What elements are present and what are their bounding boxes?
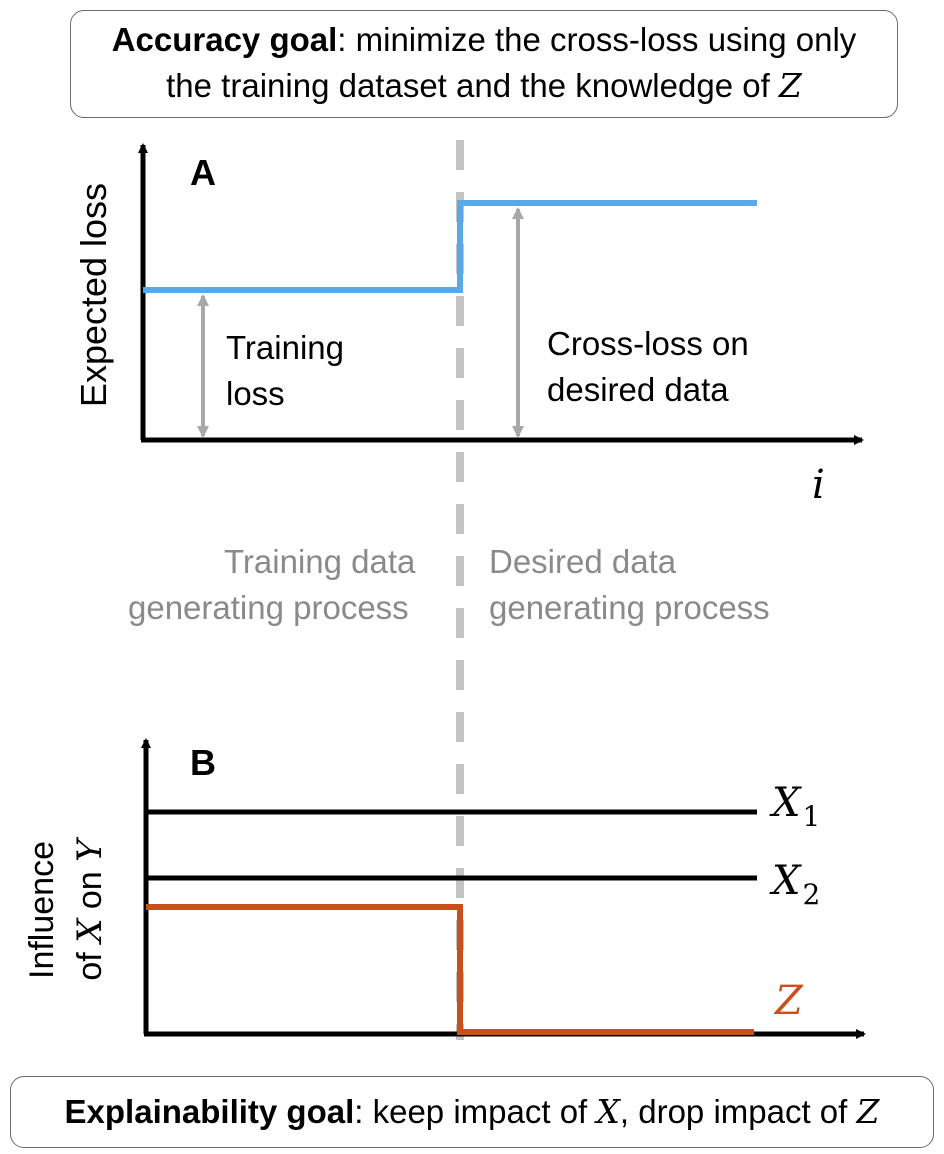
z-label: Z — [775, 978, 803, 1024]
panel-a-xlabel: i — [812, 462, 825, 508]
accuracy-goal-line2: the training dataset and the knowledge o… — [166, 66, 802, 105]
x1-label: X1 — [772, 780, 821, 833]
panel-b-ylabel-line2: of X on Y — [70, 839, 110, 981]
training-process-label-line2: generating process — [128, 589, 409, 626]
explainability-var-x: X — [596, 1092, 620, 1131]
cross-loss-label-line1: Cross-loss on — [547, 325, 749, 362]
accuracy-goal-var-z: Z — [778, 66, 802, 105]
panel-b-ylabel-line1: Influence — [23, 841, 61, 979]
training-loss-label-line1: Training — [226, 329, 344, 366]
training-process-label-line1: Training data — [224, 543, 416, 580]
z-influence-line — [146, 904, 754, 1035]
panel-a-letter: A — [190, 152, 216, 193]
panel-b-letter: B — [190, 742, 216, 783]
explainability-goal-box: Explainability goal: keep impact of X, d… — [10, 1076, 934, 1148]
panel-a-loss-line — [143, 200, 757, 293]
panel-a-ylabel: Expected loss — [73, 182, 115, 408]
cross-loss-label-line2: desired data — [547, 371, 729, 408]
desired-process-label-line1: Desired data — [489, 543, 677, 580]
desired-process-label-line2: generating process — [489, 589, 770, 626]
explainability-goal-title: Explainability goal — [64, 1093, 355, 1130]
x2-label: X2 — [772, 858, 821, 911]
accuracy-goal-box: Accuracy goal: minimize the cross-loss u… — [70, 10, 898, 118]
explainability-var-z: Z — [856, 1092, 880, 1131]
accuracy-goal-line1: Accuracy goal: minimize the cross-loss u… — [111, 21, 857, 58]
panel-b-ylabel: Influence of X on Y — [18, 790, 118, 1030]
training-loss-label-line2: loss — [226, 375, 285, 412]
accuracy-goal-title: Accuracy goal — [111, 21, 338, 58]
